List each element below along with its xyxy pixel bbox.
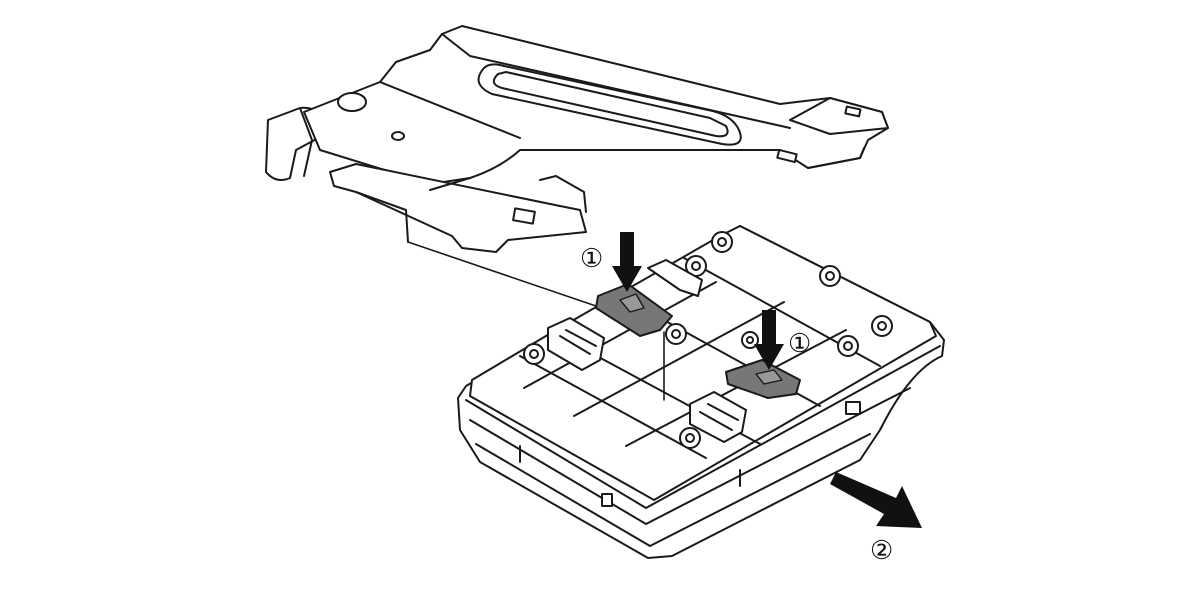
step-1-callout-right: ① <box>788 329 812 359</box>
step-1-callout-left: ① <box>580 244 604 274</box>
down-arrow-icon <box>612 232 642 292</box>
module-unit <box>457 225 945 559</box>
down-arrow-icon <box>754 310 784 370</box>
diagonal-arrow-icon <box>830 472 922 528</box>
latch-tabs <box>595 283 801 399</box>
mounting-bracket <box>265 25 889 307</box>
step-2-callout: ② <box>870 536 894 566</box>
